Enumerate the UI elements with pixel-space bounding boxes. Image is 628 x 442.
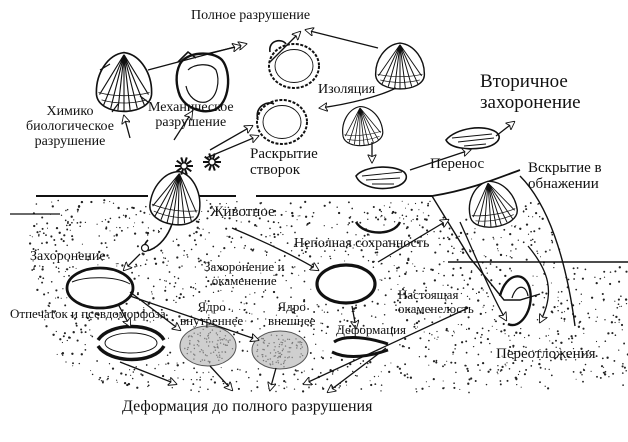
shell-incomplete-cup [354,221,402,234]
label-inner-core: Ядро внутреннее [180,299,244,329]
process-arrows [117,30,550,392]
living-animal [140,153,221,253]
label-true-petrification: Настоящая окаменелость [398,287,474,317]
label-deformation: Деформация [336,322,406,337]
outer-core [251,330,309,370]
shell-exposed-slope [463,176,521,232]
label-burial: Захоронение [30,249,106,264]
sediment-stipple [28,199,628,394]
shell-transit [355,166,408,190]
deformed-shell [331,336,389,358]
label-chemical-biological: Химико биологическое разрушение [26,104,114,150]
label-transfer: Перенос [430,156,485,172]
label-exposure: Вскрытие в обнажении [528,160,602,193]
shell-buried [65,266,135,310]
label-incomplete-preservation: Неполная сохранность [294,236,430,251]
label-mechanical: Механическое разрушение [148,100,234,131]
label-outer-core: Ядро внешнее [268,299,316,329]
label-secondary-burial: Вторичное захоронение [480,71,581,113]
inner-core [179,325,237,367]
shell-isolated-lower [339,103,385,149]
shell-open-lower [256,99,308,145]
shell-isolated-upper [374,42,426,90]
label-animal: Животное [210,204,275,220]
tentacle-flowers [175,153,221,175]
shell-broken-mechanical [175,50,230,113]
label-deformation-full-destruction: Деформация до полного разрушения [122,398,373,415]
shell-redeposited [498,275,532,327]
shell-chemical-destruction [95,51,153,113]
label-isolation: Изоляция [318,82,376,97]
label-opening: Раскрытие створок [250,146,318,179]
label-burial-petrification: Захоронение и окаменение [204,259,285,289]
label-imprint-pseudomorph: Отпечаток и псевдоморфоза [10,306,166,321]
label-redeposition: Переотложения [496,346,596,362]
shell-transferred-small [445,127,500,150]
shell-open-upper [268,39,320,89]
label-full-destruction: Полное разрушение [191,8,311,23]
imprint-mold [96,324,166,362]
shell-petrifying [315,263,377,305]
